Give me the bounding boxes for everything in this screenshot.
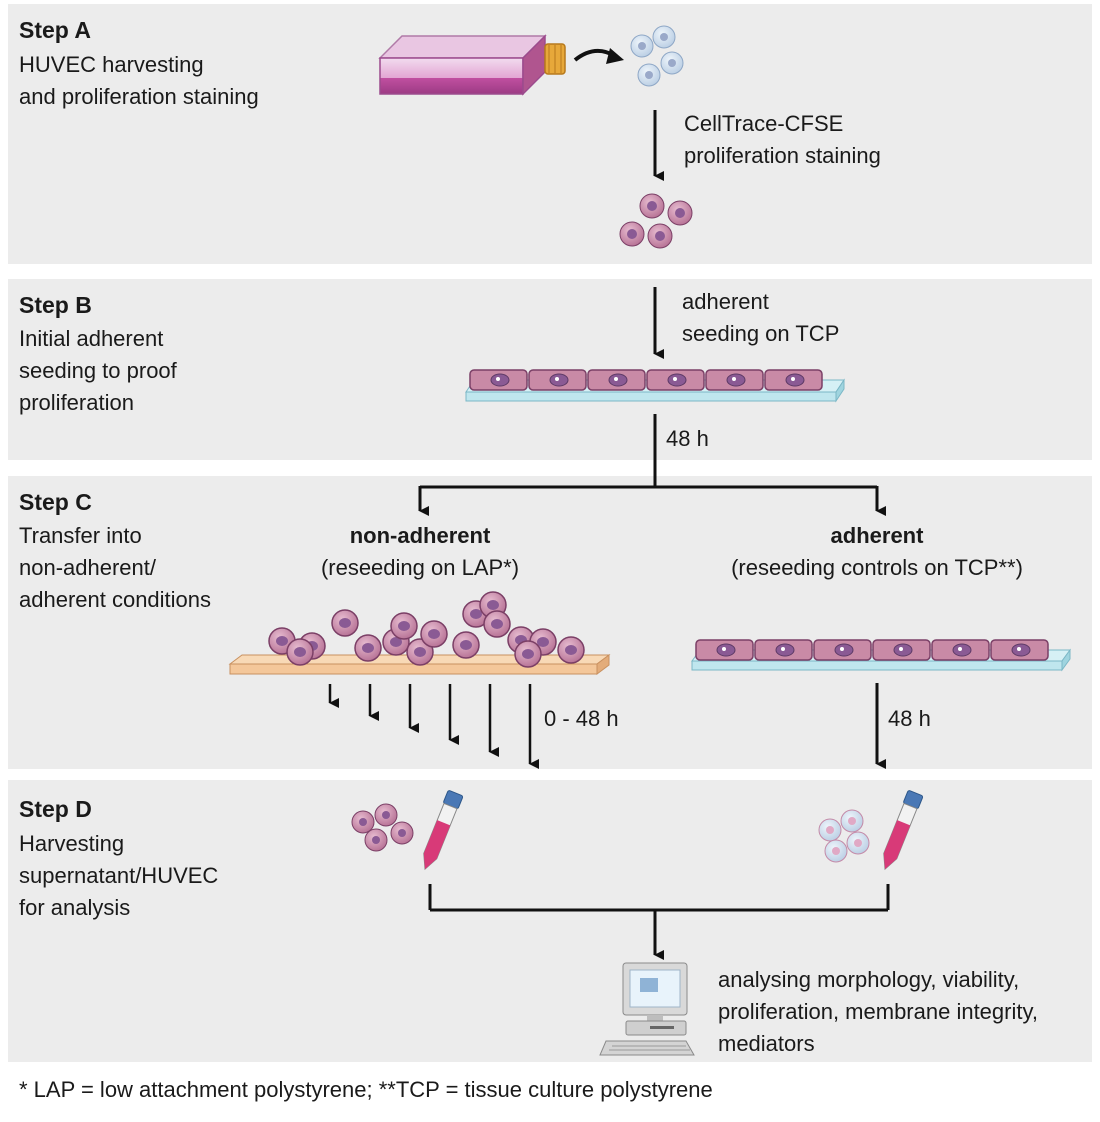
staining-label-1: CellTrace-CFSE — [684, 111, 844, 136]
adherent-control-layer-icon — [691, 639, 1071, 672]
analysis-label-3: mediators — [718, 1031, 815, 1056]
seeding-label-1: adherent — [682, 289, 769, 314]
adherent-harvest-cells-icon — [818, 809, 870, 863]
step-b-line-2: seeding to proof — [19, 358, 177, 383]
time-label-nonadherent: 0 - 48 h — [544, 706, 619, 731]
nonadherent-harvest-cells-icon — [351, 803, 414, 852]
footnote: * LAP = low attachment polystyrene; **TC… — [19, 1077, 713, 1102]
step-c-line-2: non-adherent/ — [19, 555, 156, 580]
adherent-title: adherent — [830, 523, 924, 548]
nonadherent-title: non-adherent — [349, 523, 491, 548]
step-d-line-1: Harvesting — [19, 831, 125, 856]
step-c-panel — [8, 476, 1092, 769]
step-b-line-1: Initial adherent — [19, 326, 164, 351]
merge-bracket — [428, 884, 890, 960]
time-label-adherent: 48 h — [888, 706, 931, 731]
step-c-line-3: adherent conditions — [19, 587, 212, 612]
tube-icon — [883, 790, 924, 871]
step-b-line-3: proliferation — [19, 390, 134, 415]
seeding-label-2: seeding on TCP — [682, 321, 840, 346]
nonadherent-cells-icon — [268, 591, 585, 668]
step-d-line-2: supernatant/HUVEC — [19, 863, 219, 888]
step-c-title: Step C — [19, 489, 92, 515]
sedimentation-arrows — [328, 684, 539, 769]
computer-icon — [599, 962, 695, 1056]
step-a-line-2: and proliferation staining — [19, 84, 259, 109]
analysis-label-2: proliferation, membrane integrity, — [718, 999, 1038, 1024]
analysis-label-1: analysing morphology, viability, — [718, 967, 1020, 992]
nonadherent-subtitle: (reseeding on LAP*) — [320, 555, 520, 580]
step-d-title: Step D — [19, 796, 92, 822]
step-a-line-1: HUVEC harvesting — [19, 52, 204, 77]
tube-icon — [423, 790, 464, 871]
staining-label-2: proliferation staining — [684, 143, 881, 168]
stained-cells-icon — [619, 193, 693, 249]
step-d-line-3: for analysis — [19, 895, 131, 920]
suspension-cells-icon — [630, 25, 684, 87]
adherent-cell-layer-icon — [465, 369, 845, 403]
time-label-b: 48 h — [666, 426, 709, 451]
step-b-title: Step B — [19, 292, 92, 318]
culture-flask-icon — [378, 34, 566, 96]
adherent-subtitle: (reseeding controls on TCP**) — [731, 555, 1023, 580]
step-c-line-1: Transfer into — [19, 523, 142, 548]
step-a-title: Step A — [19, 17, 91, 43]
step-d-panel — [8, 780, 1092, 1062]
